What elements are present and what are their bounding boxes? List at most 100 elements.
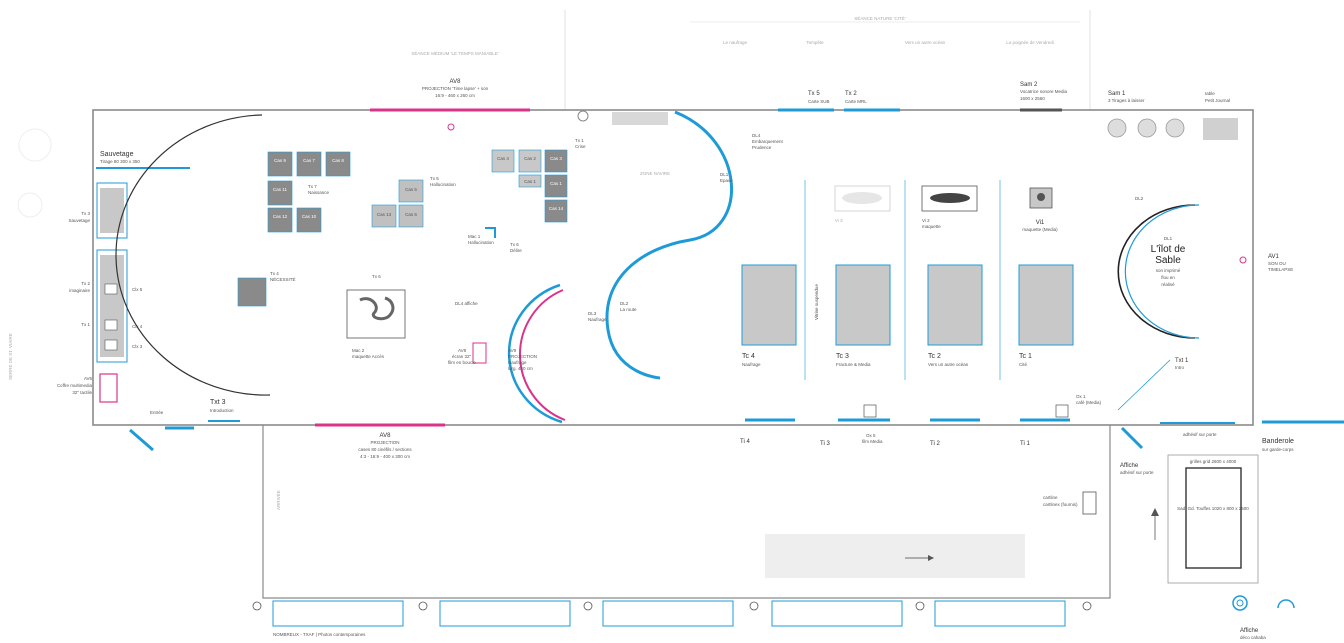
av8c-line: cases 80 cinéfils / sections	[358, 447, 412, 452]
ti5-title: Tx 5	[808, 91, 820, 97]
av1-line: TIMELAPSE	[1268, 267, 1293, 272]
ilot-line: L'îlot de	[1151, 244, 1186, 255]
case-label: Cas 5	[405, 187, 417, 192]
av6-title: AV6	[84, 376, 93, 381]
ilot-line: Sable	[1155, 255, 1181, 266]
mac2-title: Mac 2	[352, 348, 365, 353]
av8b-line: film en boucle	[448, 360, 476, 365]
tx1-title: Tx 1	[81, 322, 90, 327]
grille-title: grilles grid 2600 x 4000	[1190, 459, 1237, 464]
category-label: Tempête	[806, 40, 824, 45]
dl2-sub: La route	[620, 307, 637, 312]
tx5-title: Tx 5	[430, 176, 439, 181]
case-label: Cas 11	[273, 187, 287, 192]
tx3-sub: Sauvetage	[68, 218, 90, 223]
dl2-right: DL2	[1135, 196, 1144, 201]
sam2-title: Sam 2	[1020, 82, 1038, 88]
column-icon	[577, 110, 589, 122]
case-label: Cas 9	[274, 158, 286, 163]
av8c-title: AV8	[380, 433, 392, 439]
txt1-title: Txt 1	[1175, 358, 1189, 364]
vi2-sub: maquette	[922, 224, 941, 229]
top-annotations: SÉANCE MÉDIUM 'LE TEMPS MANIABLE' SÉANCE…	[411, 10, 1230, 110]
tc3-sub: Fracture & Media	[836, 362, 871, 367]
sam1-item	[1137, 118, 1157, 138]
tc1-sub: Cité	[1019, 362, 1027, 367]
category-label: La poignée de Vendredi	[1006, 40, 1054, 45]
case-label: Cas 12	[273, 214, 288, 219]
dl3-title: DL3	[588, 311, 597, 316]
ti4-label: Ti 4	[740, 439, 750, 445]
av8b-title: AV8	[458, 348, 467, 353]
grille-inner: Sad. Gd. Touffes 1020 x 800 x 2500	[1177, 506, 1249, 511]
av8-line: 16:9 - 460 x 260 cm	[435, 93, 475, 98]
tc1-title: Tc 1	[1019, 353, 1032, 360]
case-label: Cas 10	[302, 214, 317, 219]
table-title: table	[1205, 91, 1215, 96]
affiche-sub: adhésif sur porte	[1120, 470, 1154, 475]
ilot-line: réalisé	[1161, 282, 1175, 287]
ilot-title: DL1	[1164, 236, 1173, 241]
case-label: Cas 13	[377, 212, 392, 217]
sam1-title: Sam 1	[1108, 91, 1126, 97]
tx2-title: Tx 2	[81, 281, 90, 286]
dl3-sub: Naufrage	[588, 317, 607, 322]
sequence-label-left: SÉANCE MÉDIUM 'LE TEMPS MANIABLE'	[411, 50, 498, 56]
sauvetage-sub: Tirage 80 300 x 350	[100, 159, 140, 164]
cartel-sub: cartlinex (fournis)	[1043, 502, 1078, 507]
table-element	[1203, 118, 1238, 140]
ti5-sub: Carte SUB	[808, 99, 830, 104]
tx4-sub: NÉCESSITÉ	[270, 276, 296, 282]
case-label: Cas 4	[497, 156, 509, 161]
av9-title: AV9	[508, 348, 517, 353]
clx3-label: Clx 3	[132, 344, 143, 349]
entrance-label: Entrée	[150, 410, 164, 415]
av9-line: larg. 450 cm	[508, 366, 533, 371]
sam1-item	[1107, 118, 1127, 138]
side-caption: SERRE DE ST. VIAIRE	[8, 333, 13, 380]
target-icon	[1232, 595, 1248, 611]
ti2-title: Tx 2	[845, 91, 857, 97]
ilot-line: son imprimé	[1156, 268, 1181, 273]
tx6b-title: Tx 6	[372, 274, 381, 279]
side-annex-label: ARRIVÉE	[275, 490, 281, 510]
tx5-sub: Hallucination	[430, 182, 456, 187]
ti1-label: Ti 1	[1020, 441, 1030, 447]
tx2-sub: imaginaire	[69, 288, 90, 293]
sam1-item	[1165, 118, 1185, 138]
footer-caption: NOMBREUX - TXAF | Photos contemporaines	[273, 632, 366, 637]
case-label: Cas 2	[524, 156, 536, 161]
zone-label: ZONE NAVIRE	[640, 171, 670, 176]
tx3-title: Tx 3	[81, 211, 90, 216]
vi1-title: Vi1	[1036, 220, 1045, 226]
case-label: Cas 6	[405, 212, 417, 217]
ox5-title: Ox 5	[866, 433, 876, 438]
mac2-sub: maquette Accès	[352, 354, 385, 359]
txt1-sub: Intro	[1175, 365, 1185, 370]
sauvetage-title: Sauvetage	[100, 151, 134, 158]
av6-line: 32" tactile	[72, 390, 92, 395]
speaker-icon	[1239, 256, 1247, 264]
stairs	[765, 534, 1025, 578]
tc4-title: Tc 4	[742, 353, 755, 360]
av8b-line: écran 32"	[452, 354, 472, 359]
av8c-line: PROJECTION	[370, 440, 399, 445]
tc2-title: Tc 2	[928, 353, 941, 360]
av9-line: Naufrage	[508, 360, 527, 365]
dl4-line: Prudence	[752, 145, 772, 150]
tx4-title: Tx 4	[270, 271, 279, 276]
stamp-icon	[18, 128, 52, 162]
tc4-sub: Naufrage	[742, 362, 761, 367]
affiche-title: Affiche	[1120, 463, 1139, 469]
dl2-title: DL2	[620, 301, 629, 306]
vitrine-label: Vitrine suspendue	[814, 284, 819, 320]
bottom-zone: AV8 PROJECTION cases 80 cinéfils / secti…	[252, 420, 1344, 640]
av6-line: Coffre multimedia	[57, 383, 93, 388]
middle-zone: Cas 9 Cas 7 Cas 8 Cas 11 Cas 12 Cas 10 T…	[237, 138, 586, 365]
ox5-sub: film Media	[862, 439, 883, 444]
tx3-bottom-sub: Introduction	[210, 408, 234, 413]
mac1-title: Mac 1	[468, 234, 481, 239]
av1-line: SON OU	[1268, 261, 1286, 266]
tx1-mid-sub: Crise	[575, 144, 586, 149]
affiche2-sub: déco cahaba	[1240, 635, 1266, 640]
